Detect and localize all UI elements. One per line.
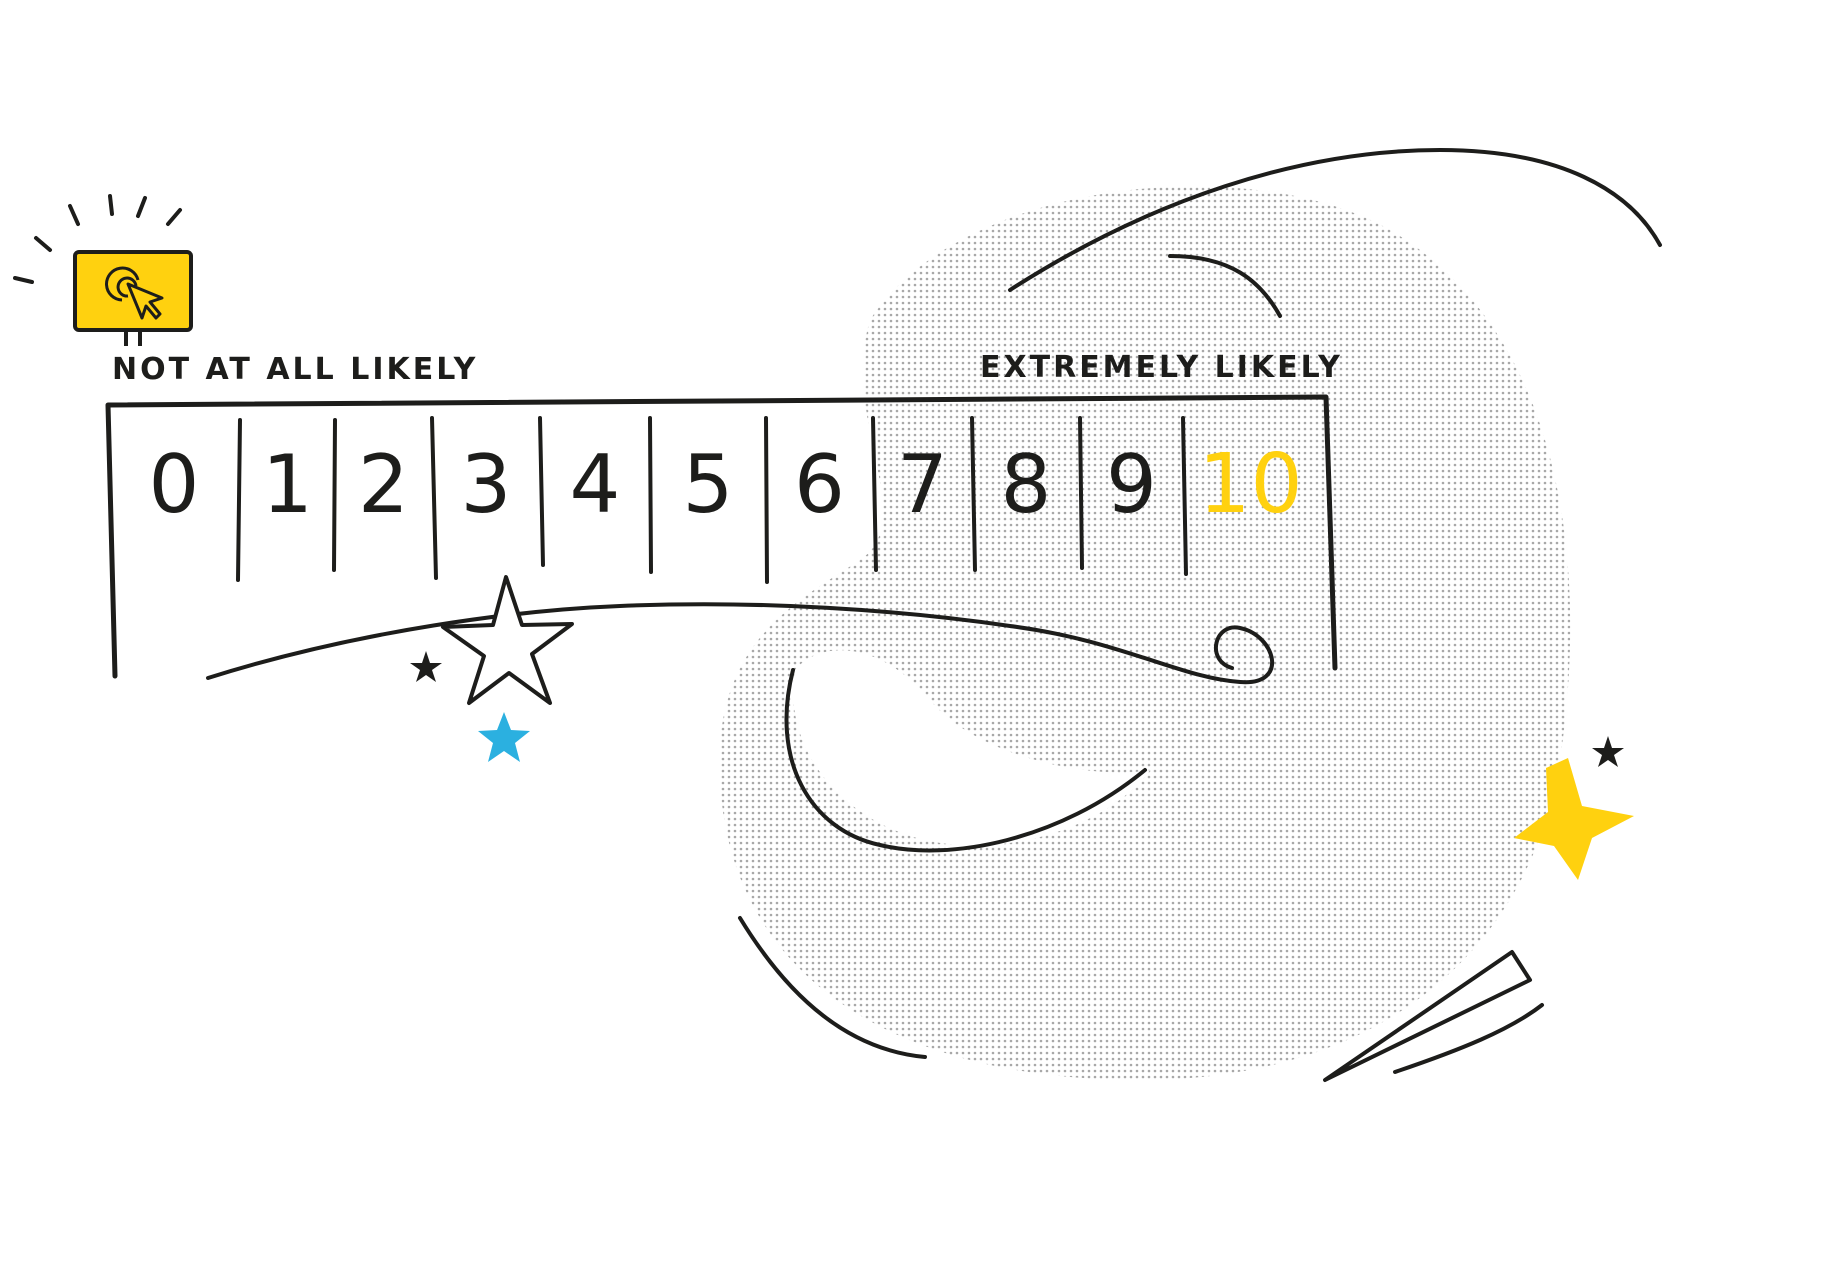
rating-option-9[interactable]: 9: [1106, 438, 1157, 531]
rating-option-0[interactable]: 0: [148, 438, 200, 531]
scale-frame: [105, 394, 1338, 679]
swoosh-inner-arc: [784, 668, 1147, 853]
rating-option-2[interactable]: 2: [358, 438, 409, 531]
comet-tail-line: [1393, 1003, 1544, 1074]
scale-dividers: [236, 416, 1188, 584]
star-small-dark-icon: [1592, 736, 1624, 767]
star-yellow-icon: [1514, 758, 1634, 880]
rating-option-4[interactable]: 4: [569, 438, 621, 531]
rating-option-7[interactable]: 7: [897, 438, 948, 531]
swoosh-lower-left: [738, 916, 927, 1059]
extremely-likely-label: EXTREMELY LIKELY: [980, 350, 1343, 385]
halftone-cutout: [793, 650, 1150, 846]
rating-option-3[interactable]: 3: [460, 438, 512, 531]
swoosh-top-long: [1008, 147, 1662, 292]
swoosh-top-short: [1168, 254, 1282, 318]
rating-option-8[interactable]: 8: [1000, 438, 1052, 531]
rating-scale: 0 1 2 3 4 5 6 7 8 9 10: [108, 410, 1318, 580]
halftone-blob: [719, 186, 1571, 1080]
star-small-dark-icon: [410, 651, 442, 682]
star-blue-icon: [478, 712, 530, 762]
monitor-click-icon: [13, 194, 193, 346]
rating-option-10[interactable]: 10: [1198, 437, 1303, 532]
comet-tail: [1323, 950, 1532, 1082]
star-outline-icon: [441, 575, 574, 705]
rating-option-6[interactable]: 6: [794, 438, 845, 531]
rating-option-1[interactable]: 1: [262, 438, 313, 531]
rating-option-5[interactable]: 5: [682, 438, 734, 531]
low-anchor-label: NOT AT ALL LIKELY: [112, 352, 479, 387]
